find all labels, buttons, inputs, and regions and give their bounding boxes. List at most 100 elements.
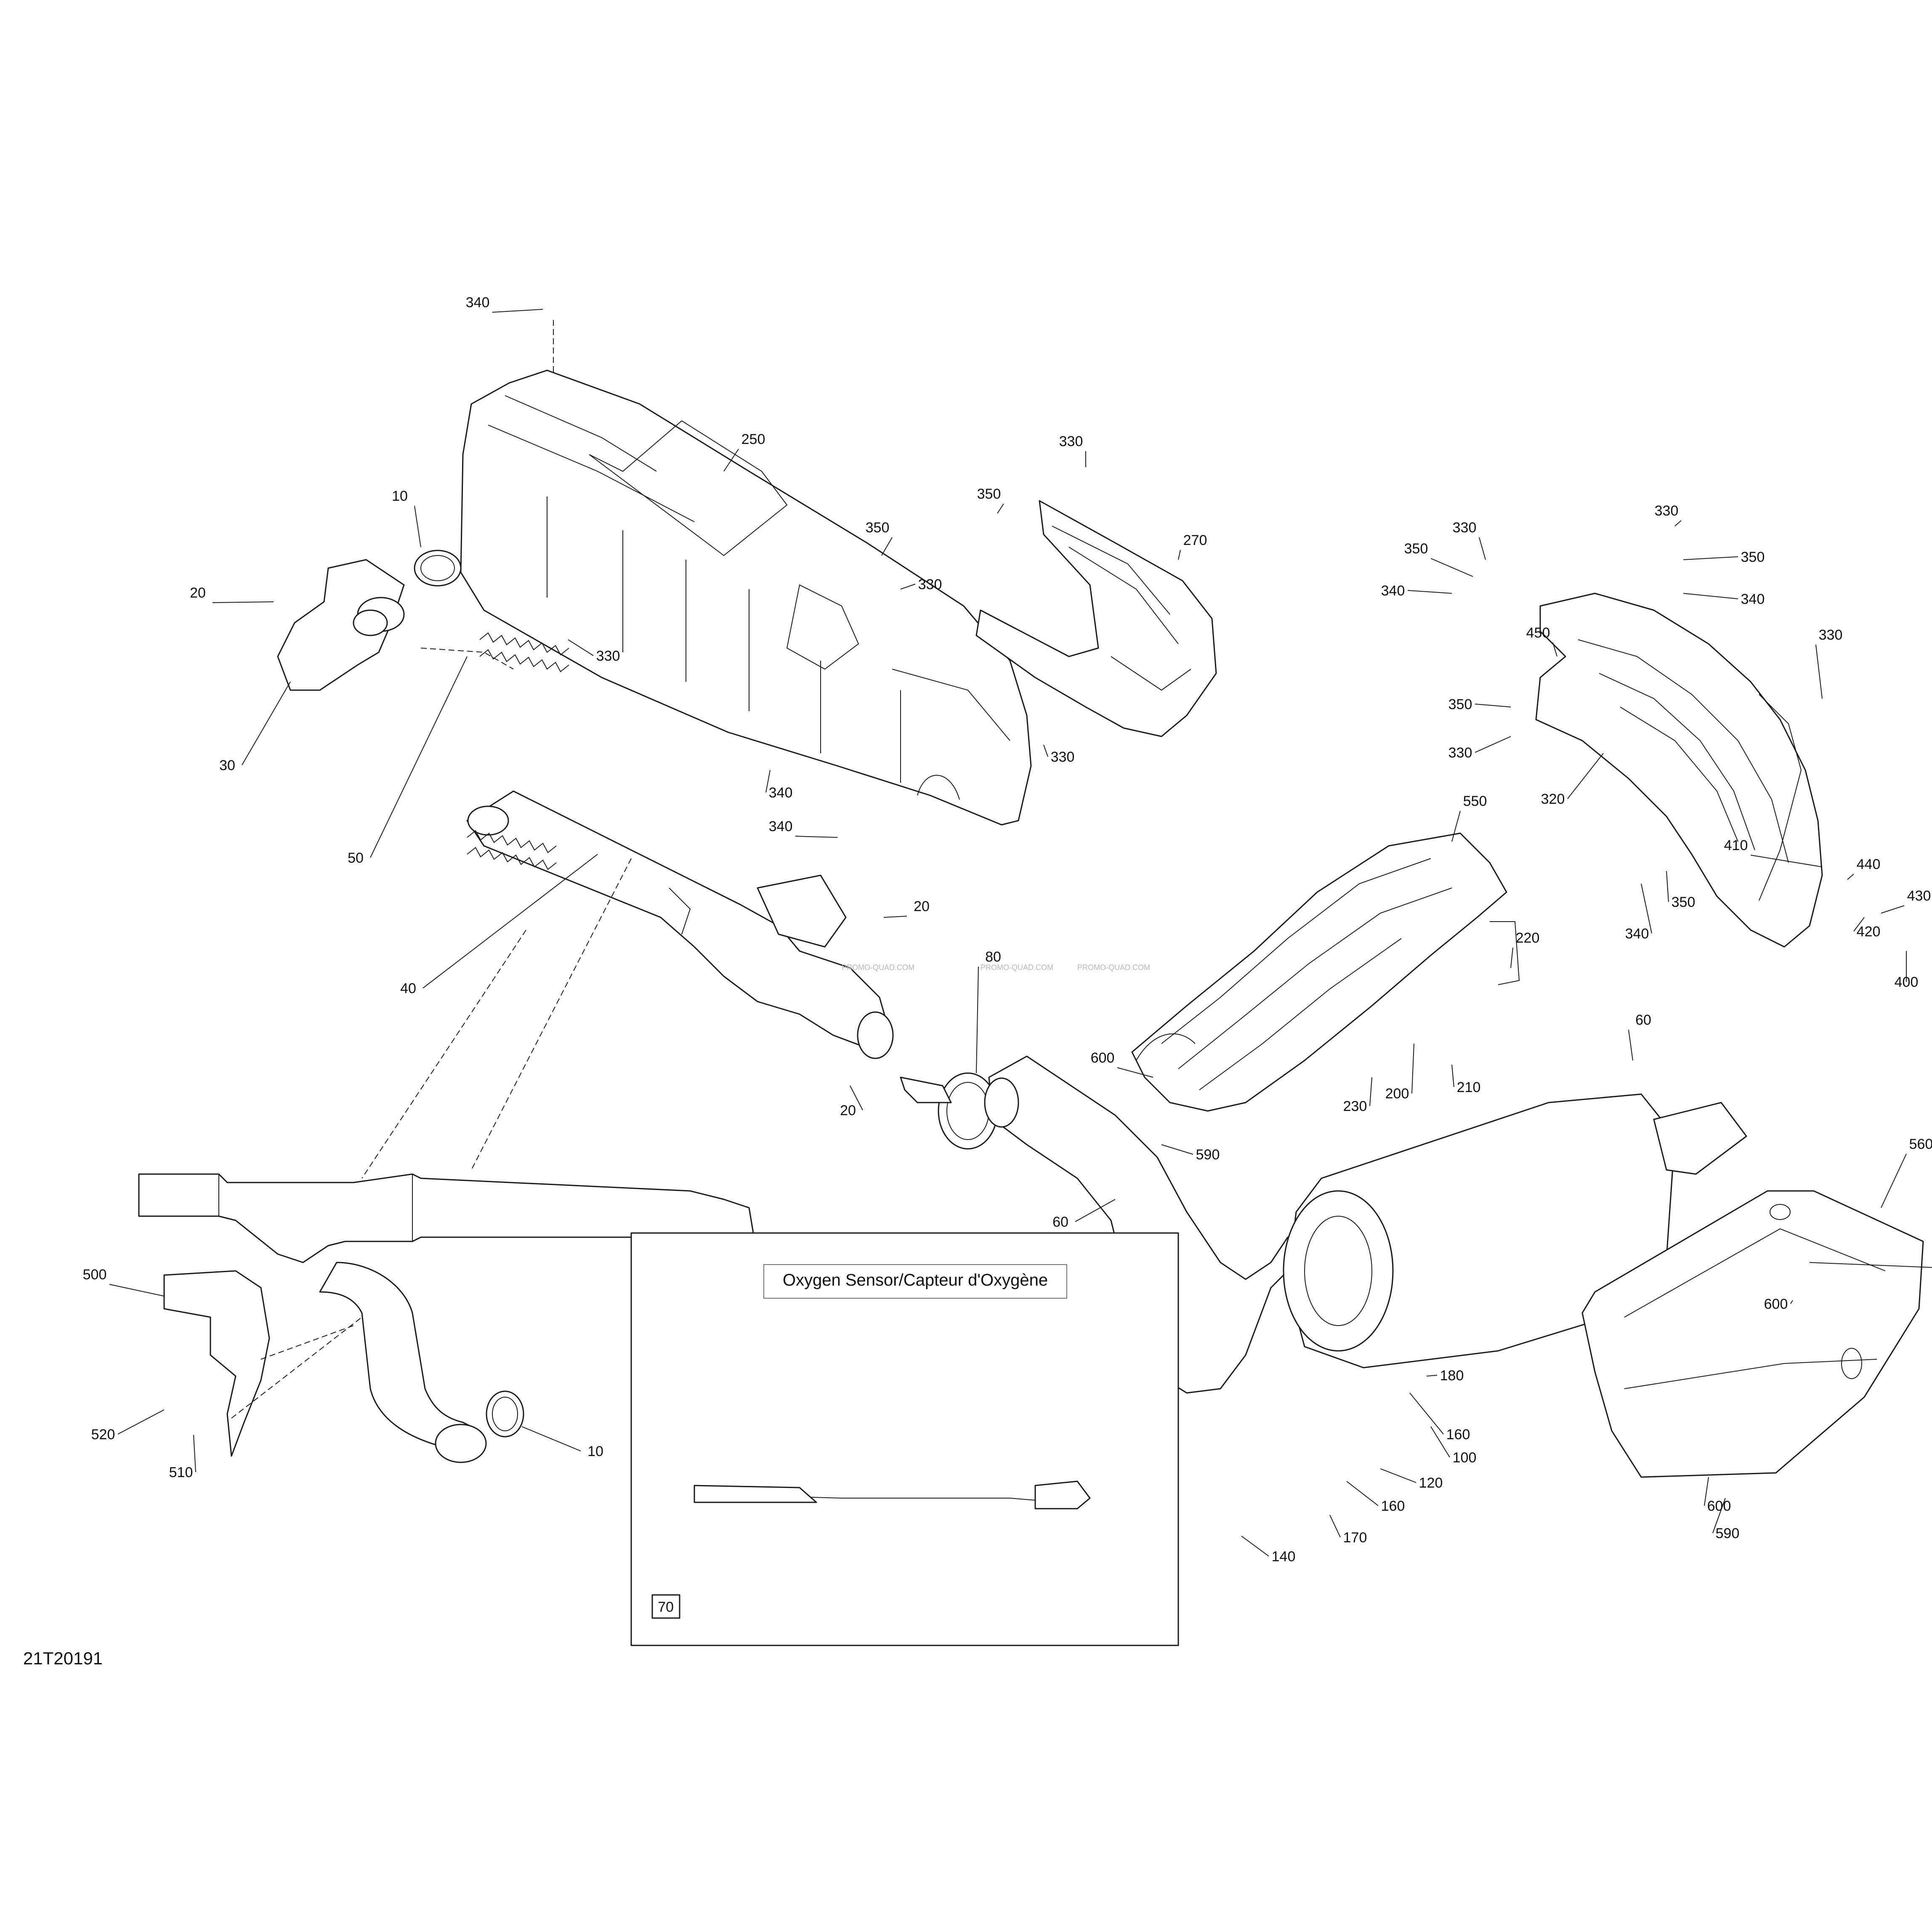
callout-leader-c330g [1815, 644, 1823, 699]
gasket-10 [414, 550, 524, 1438]
callout-c180: 180 [1440, 1368, 1464, 1384]
callout-c430: 430 [1907, 888, 1931, 904]
callout-c20a: 20 [190, 585, 206, 601]
callout-leader-c330f [1479, 537, 1486, 560]
callout-c340d: 340 [1381, 583, 1405, 599]
callout-c20c: 20 [840, 1103, 856, 1119]
callout-leader-c270 [1178, 550, 1181, 560]
callout-c350f: 350 [1672, 894, 1695, 910]
callout-leader-c560 [1881, 1153, 1907, 1208]
heat-shield-250 [460, 369, 1032, 826]
callout-c330c: 330 [596, 648, 620, 664]
callout-leader-c330d [1043, 744, 1048, 757]
heat-shield-550 [1131, 832, 1507, 1112]
callout-leader-c170 [1329, 1515, 1341, 1538]
callout-c210: 210 [1457, 1079, 1481, 1095]
callout-c330a: 330 [1059, 433, 1083, 449]
callout-c60b: 60 [1052, 1214, 1068, 1230]
callout-leader-c340a [492, 309, 543, 313]
callout-c320: 320 [1541, 791, 1565, 807]
callout-leader-c350c [1683, 556, 1738, 560]
heat-shield-270 [975, 500, 1217, 737]
callout-c330h: 330 [1448, 745, 1472, 761]
callout-c340e: 340 [1741, 591, 1765, 607]
inset-ref: 70 [658, 1599, 674, 1615]
callout-leader-c450 [1552, 642, 1557, 657]
callout-leader-c20b [883, 916, 907, 918]
callout-c60a: 60 [1635, 1012, 1651, 1028]
callout-leader-c590b [1809, 1262, 1932, 1268]
callout-c440: 440 [1857, 856, 1881, 872]
callout-leader-c230 [1369, 1077, 1372, 1106]
callout-leader-c50 [370, 656, 468, 858]
callout-c40: 40 [400, 981, 416, 997]
header-pipe-40 [466, 790, 894, 1059]
bracket-500 [163, 1270, 270, 1457]
callout-leader-c510 [193, 1435, 196, 1472]
callout-leader-c590c [1712, 1498, 1726, 1533]
callout-leader-c330e [1674, 520, 1682, 526]
callout-c330d: 330 [1051, 749, 1075, 765]
callout-leader-c590a [1161, 1144, 1193, 1155]
inset-title: Oxygen Sensor/Capteur d'Oxygène [783, 1271, 1048, 1289]
callout-c350c: 350 [1741, 549, 1765, 565]
callout-c170: 170 [1343, 1530, 1367, 1546]
callout-c230: 230 [1343, 1098, 1367, 1114]
callout-leader-c340b [765, 770, 771, 793]
callout-leader-c600a [1117, 1067, 1153, 1078]
callout-leader-c20c [850, 1085, 863, 1111]
callout-c330e: 330 [1655, 503, 1679, 519]
callout-leader-c410 [1750, 855, 1823, 867]
callout-leader-c60b [1075, 1199, 1116, 1222]
callout-c550: 550 [1463, 793, 1487, 809]
muffler-60 [984, 921, 1747, 1394]
callout-c330f: 330 [1453, 520, 1477, 536]
callout-c450: 450 [1526, 625, 1550, 641]
callout-c600b: 600 [1764, 1296, 1788, 1312]
callout-c590c: 590 [1716, 1525, 1740, 1541]
callout-c100: 100 [1453, 1450, 1477, 1466]
callout-leader-c160b [1346, 1481, 1379, 1506]
callout-leader-c350e [1475, 704, 1511, 707]
callout-leader-c350d [1430, 558, 1473, 577]
oxygen-sensor-inset: Oxygen Sensor/Capteur d'Oxygène 70 [630, 1232, 1179, 1646]
callout-c200: 200 [1385, 1086, 1409, 1102]
callout-leader-c140 [1241, 1536, 1269, 1557]
callout-c50: 50 [348, 850, 364, 866]
callout-c510: 510 [169, 1464, 193, 1480]
callout-leader-c200 [1411, 1043, 1414, 1094]
callout-c350d: 350 [1404, 541, 1428, 557]
callout-leader-c420 [1853, 917, 1865, 932]
callout-leader-c40 [423, 854, 598, 989]
callout-c340a: 340 [466, 295, 490, 311]
callout-leader-c350b [881, 537, 893, 556]
callout-leader-c210 [1451, 1064, 1454, 1087]
clamp-80 [900, 1072, 998, 1150]
watermark: PROMO-QUAD.COM [842, 963, 914, 972]
callout-c410: 410 [1724, 837, 1748, 853]
callout-c330b: 330 [918, 577, 942, 593]
callout-leader-c340e [1683, 593, 1738, 599]
callout-leader-c430 [1881, 905, 1905, 914]
callout-leader-c160a [1409, 1393, 1444, 1435]
callout-leader-c340f [1641, 883, 1652, 934]
callout-c600c: 600 [1707, 1498, 1731, 1514]
callout-leader-c340d [1407, 590, 1452, 594]
callout-leader-c10a [414, 505, 421, 547]
callout-leader-c20a [212, 601, 274, 603]
callout-leader-c350f [1666, 871, 1669, 902]
callout-c500: 500 [83, 1267, 107, 1283]
watermark-2: PROMO-QUAD.COM [981, 963, 1053, 972]
callout-c340b: 340 [769, 785, 793, 801]
callout-c80: 80 [985, 949, 1001, 965]
callout-leader-c520 [117, 1409, 165, 1435]
callout-c10a: 10 [392, 488, 408, 504]
callout-leader-c30 [242, 681, 291, 765]
callout-leader-c600b [1790, 1300, 1793, 1304]
diagram-code: 21T20191 [23, 1648, 103, 1668]
callout-leader-c180 [1426, 1375, 1438, 1377]
manifold-elbow-30 [277, 559, 405, 691]
callout-c560: 560 [1909, 1136, 1932, 1152]
